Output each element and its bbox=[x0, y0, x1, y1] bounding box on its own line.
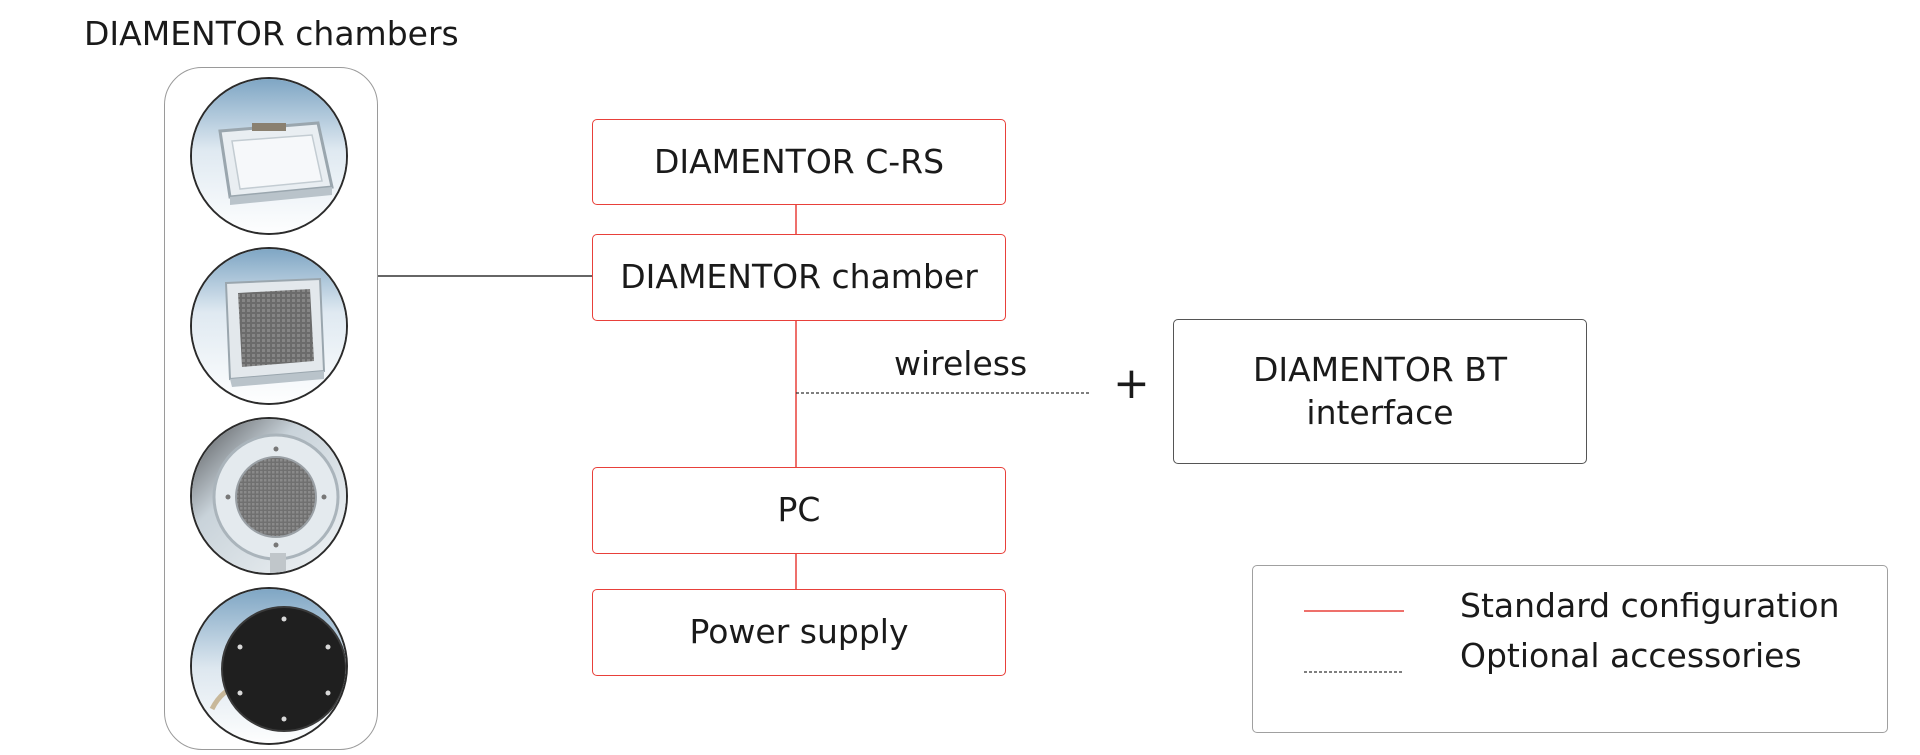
chamber-image-round-clear bbox=[190, 417, 348, 575]
box-diamentor-chamber: DIAMENTOR chamber bbox=[592, 234, 1006, 321]
legend-standard-label: Standard configuration bbox=[1460, 586, 1840, 625]
box-diamentor-chamber-label: DIAMENTOR chamber bbox=[620, 257, 978, 297]
box-diamentor-crs-label: DIAMENTOR C-RS bbox=[653, 141, 945, 181]
box-bt-label-line2: interface bbox=[1306, 392, 1454, 432]
box-pc: PC bbox=[592, 467, 1006, 554]
box-diamentor-crs: DIAMENTOR C-RS bbox=[592, 119, 1006, 205]
box-bt-label-line1: DIAMENTOR BT bbox=[1252, 349, 1508, 389]
legend bbox=[1252, 565, 1888, 733]
chambers-frame bbox=[164, 67, 378, 750]
page-title: DIAMENTOR chambers bbox=[84, 14, 459, 53]
legend-optional-label: Optional accessories bbox=[1460, 636, 1802, 675]
chamber-image-square-grid bbox=[190, 247, 348, 405]
chamber-image-round-black bbox=[190, 587, 348, 745]
wireless-label: wireless bbox=[894, 344, 1028, 383]
box-power-supply-label: Power supply bbox=[689, 612, 909, 652]
box-diamentor-bt-interface: DIAMENTOR BT interface bbox=[1173, 319, 1587, 464]
box-pc-label: PC bbox=[777, 490, 821, 530]
box-power-supply: Power supply bbox=[592, 589, 1006, 676]
plus-icon: + bbox=[1113, 358, 1150, 409]
chamber-image-square-clear bbox=[190, 77, 348, 235]
